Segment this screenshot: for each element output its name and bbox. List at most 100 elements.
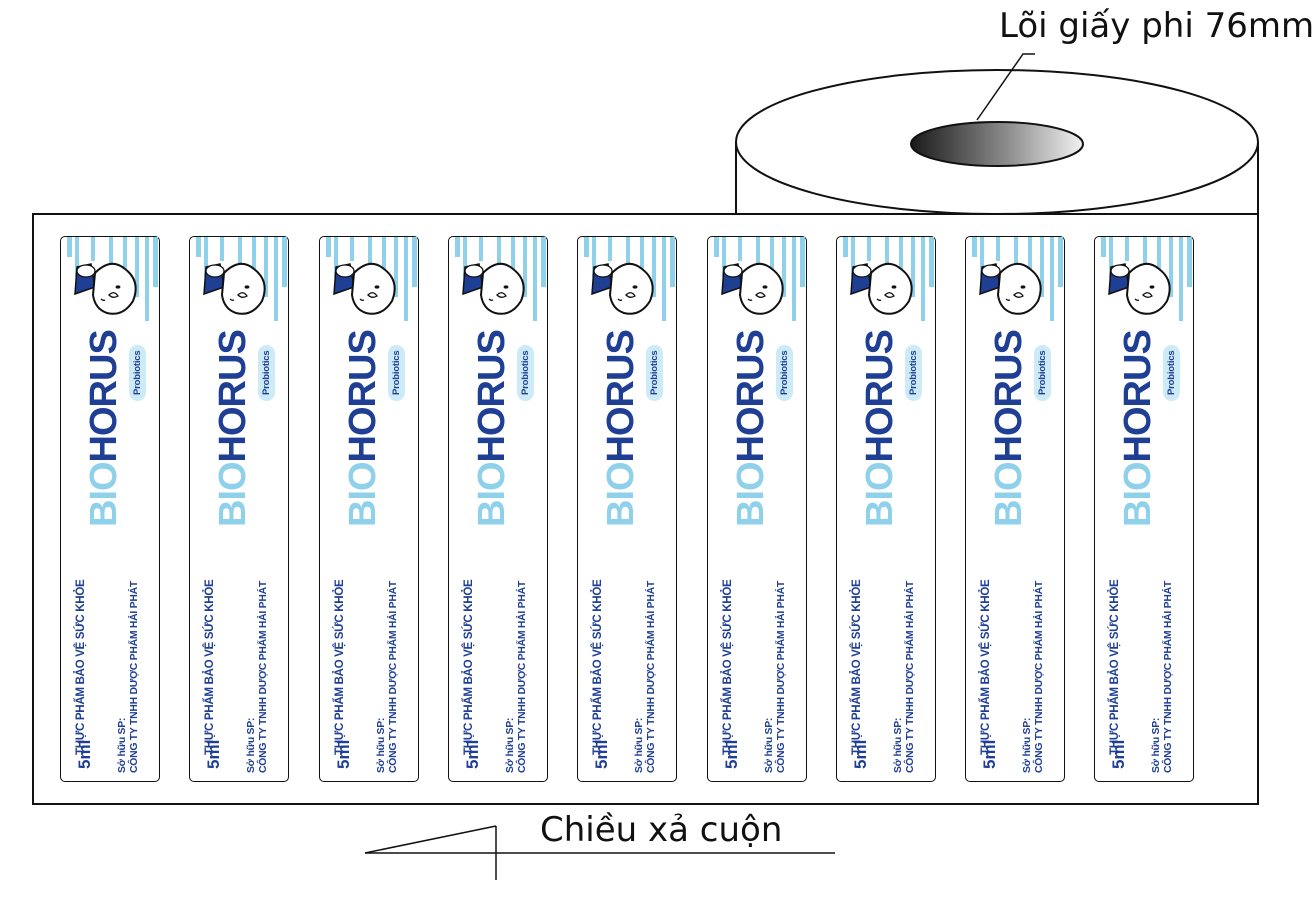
brand-suffix: HORUS [470, 330, 513, 463]
owner-block: Sở hữu SP:CÔNG TY TNHH DƯỢC PHẨM HẢI PHÁ… [117, 581, 141, 773]
label-artwork [325, 237, 417, 321]
label-artwork [584, 237, 676, 321]
category-text: THỰC PHẨM BẢO VỆ SỨC KHỎE [591, 579, 605, 755]
category-text: THỰC PHẨM BẢO VỆ SỨC KHỎE [979, 579, 993, 755]
brand-prefix: BIO [1117, 462, 1160, 527]
owner-block: Sở hữu SP:CÔNG TY TNHH DƯỢC PHẨM HẢI PHÁ… [634, 581, 658, 773]
brand-prefix: BIO [729, 462, 772, 527]
owner-caption: Sở hữu SP: [763, 717, 775, 773]
owner-company: CÔNG TY TNHH DƯỢC PHẨM HẢI PHÁT [1034, 581, 1046, 773]
owner-caption: Sở hữu SP: [1022, 717, 1034, 773]
label-artwork [842, 237, 934, 321]
label-artwork [196, 237, 288, 321]
owner-caption: Sở hữu SP: [117, 717, 128, 773]
owner-block: Sở hữu SP:CÔNG TY TNHH DƯỢC PHẨM HẢI PHÁ… [505, 581, 529, 773]
bird-mascot-icon [1108, 262, 1172, 315]
product-label-4: THỰC PHẨM BẢO VỆ SỨC KHỎE BIOHORUS Probi… [447, 236, 548, 782]
brand-suffix: HORUS [1117, 330, 1160, 463]
owner-block: Sở hữu SP:CÔNG TY TNHH DƯỢC PHẨM HẢI PHÁ… [893, 581, 917, 773]
category-text: THỰC PHẨM BẢO VỆ SỨC KHỎE [1108, 579, 1122, 755]
probiotics-badge: Probiotics [516, 344, 534, 401]
core-diameter-label: Lõi giấy phi 76mm [999, 6, 1314, 46]
probiotics-badge: Probiotics [387, 344, 405, 401]
category-text: THỰC PHẨM BẢO VỆ SỨC KHỎE [461, 579, 475, 755]
owner-company: CÔNG TY TNHH DƯỢC PHẨM HẢI PHÁT [128, 581, 140, 773]
bird-mascot-icon [849, 262, 913, 315]
brand-suffix: HORUS [83, 330, 125, 463]
brand-prefix: BIO [858, 462, 901, 527]
stripe-pattern [196, 237, 288, 321]
bird-mascot-icon [720, 262, 784, 315]
probiotics-badge: Probiotics [258, 344, 276, 401]
unwind-direction-arrow [364, 825, 835, 880]
brand-logo: BIOHORUS [729, 330, 772, 527]
paper-core [910, 121, 1084, 167]
paper-roll [735, 69, 1259, 805]
brand-suffix: HORUS [600, 330, 643, 463]
brand-logo: BIOHORUS [212, 330, 254, 527]
volume-text: 5ml [850, 739, 870, 769]
label-artwork [713, 237, 805, 321]
probiotics-badge: Probiotics [775, 344, 793, 401]
product-label-3: THỰC PHẨM BẢO VỆ SỨC KHỎE BIOHORUS Probi… [318, 236, 419, 782]
owner-company: CÔNG TY TNHH DƯỢC PHẨM HẢI PHÁT [516, 581, 528, 773]
label-artwork [972, 237, 1064, 321]
label-artwork [454, 237, 546, 321]
owner-caption: Sở hữu SP: [246, 717, 258, 773]
stripe-pattern [972, 237, 1064, 321]
label-artwork [1101, 237, 1193, 321]
probiotics-badge: Probiotics [1163, 344, 1181, 401]
brand-logo: BIOHORUS [83, 330, 125, 527]
brand-suffix: HORUS [858, 330, 901, 463]
owner-caption: Sở hữu SP: [1151, 717, 1163, 773]
owner-block: Sở hữu SP:CÔNG TY TNHH DƯỢC PHẨM HẢI PHÁ… [246, 581, 270, 773]
product-label-1: THỰC PHẨM BẢO VỆ SỨC KHỎE BIOHORUS Probi… [60, 236, 160, 782]
brand-prefix: BIO [600, 462, 643, 527]
brand-prefix: BIO [470, 462, 513, 527]
stripe-pattern [325, 237, 417, 321]
bird-mascot-icon [74, 262, 137, 315]
product-label-6: THỰC PHẨM BẢO VỆ SỨC KHỎE BIOHORUS Probi… [706, 236, 807, 782]
volume-text: 5ml [204, 739, 224, 769]
brand-suffix: HORUS [341, 330, 384, 463]
brand-logo: BIOHORUS [600, 330, 643, 527]
brand-logo: BIOHORUS [470, 330, 513, 527]
owner-block: Sở hữu SP:CÔNG TY TNHH DƯỢC PHẨM HẢI PHÁ… [376, 581, 400, 773]
volume-text: 5ml [333, 739, 353, 769]
label-artwork [67, 237, 158, 321]
volume-text: 5ml [462, 739, 482, 769]
volume-text: 5ml [1109, 739, 1129, 769]
bird-mascot-icon [979, 262, 1042, 315]
owner-block: Sở hữu SP:CÔNG TY TNHH DƯỢC PHẨM HẢI PHÁ… [764, 581, 788, 773]
product-label-2: THỰC PHẨM BẢO VỆ SỨC KHỎE BIOHORUS Probi… [189, 236, 290, 782]
owner-caption: Sở hữu SP: [892, 717, 904, 773]
product-label-8: THỰC PHẨM BẢO VỆ SỨC KHỎE BIOHORUS Probi… [965, 236, 1066, 782]
bird-mascot-icon [462, 262, 525, 315]
stripe-pattern [842, 237, 934, 321]
brand-logo: BIOHORUS [858, 330, 901, 527]
volume-text: 5ml [75, 739, 94, 769]
volume-text: 5ml [980, 739, 1000, 769]
brand-prefix: BIO [988, 462, 1031, 527]
product-label-7: THỰC PHẨM BẢO VỆ SỨC KHỎE BIOHORUS Probi… [835, 236, 936, 782]
stripe-pattern [67, 237, 158, 321]
category-text: THỰC PHẨM BẢO VỆ SỨC KHỎE [849, 579, 863, 755]
volume-text: 5ml [592, 739, 612, 769]
product-label-9: THỰC PHẨM BẢO VỆ SỨC KHỎE BIOHORUS Probi… [1094, 236, 1195, 782]
brand-logo: BIOHORUS [341, 330, 384, 527]
brand-prefix: BIO [83, 462, 125, 527]
brand-logo: BIOHORUS [988, 330, 1031, 527]
owner-company: CÔNG TY TNHH DƯỢC PHẨM HẢI PHÁT [1163, 581, 1175, 773]
probiotics-badge: Probiotics [1034, 344, 1052, 401]
category-text: THỰC PHẨM BẢO VỆ SỨC KHỎE [720, 579, 734, 755]
bird-mascot-icon [203, 262, 266, 315]
category-text: THỰC PHẨM BẢO VỆ SỨC KHỎE [74, 579, 87, 755]
owner-block: Sở hữu SP:CÔNG TY TNHH DƯỢC PHẨM HẢI PHÁ… [1151, 581, 1175, 773]
brand-suffix: HORUS [729, 330, 772, 463]
volume-text: 5ml [721, 739, 741, 769]
owner-caption: Sở hữu SP: [375, 717, 387, 773]
core-callout-leader [976, 53, 1035, 121]
owner-company: CÔNG TY TNHH DƯỢC PHẨM HẢI PHÁT [258, 581, 270, 773]
bird-mascot-icon [591, 262, 654, 315]
bird-mascot-icon [332, 262, 396, 315]
